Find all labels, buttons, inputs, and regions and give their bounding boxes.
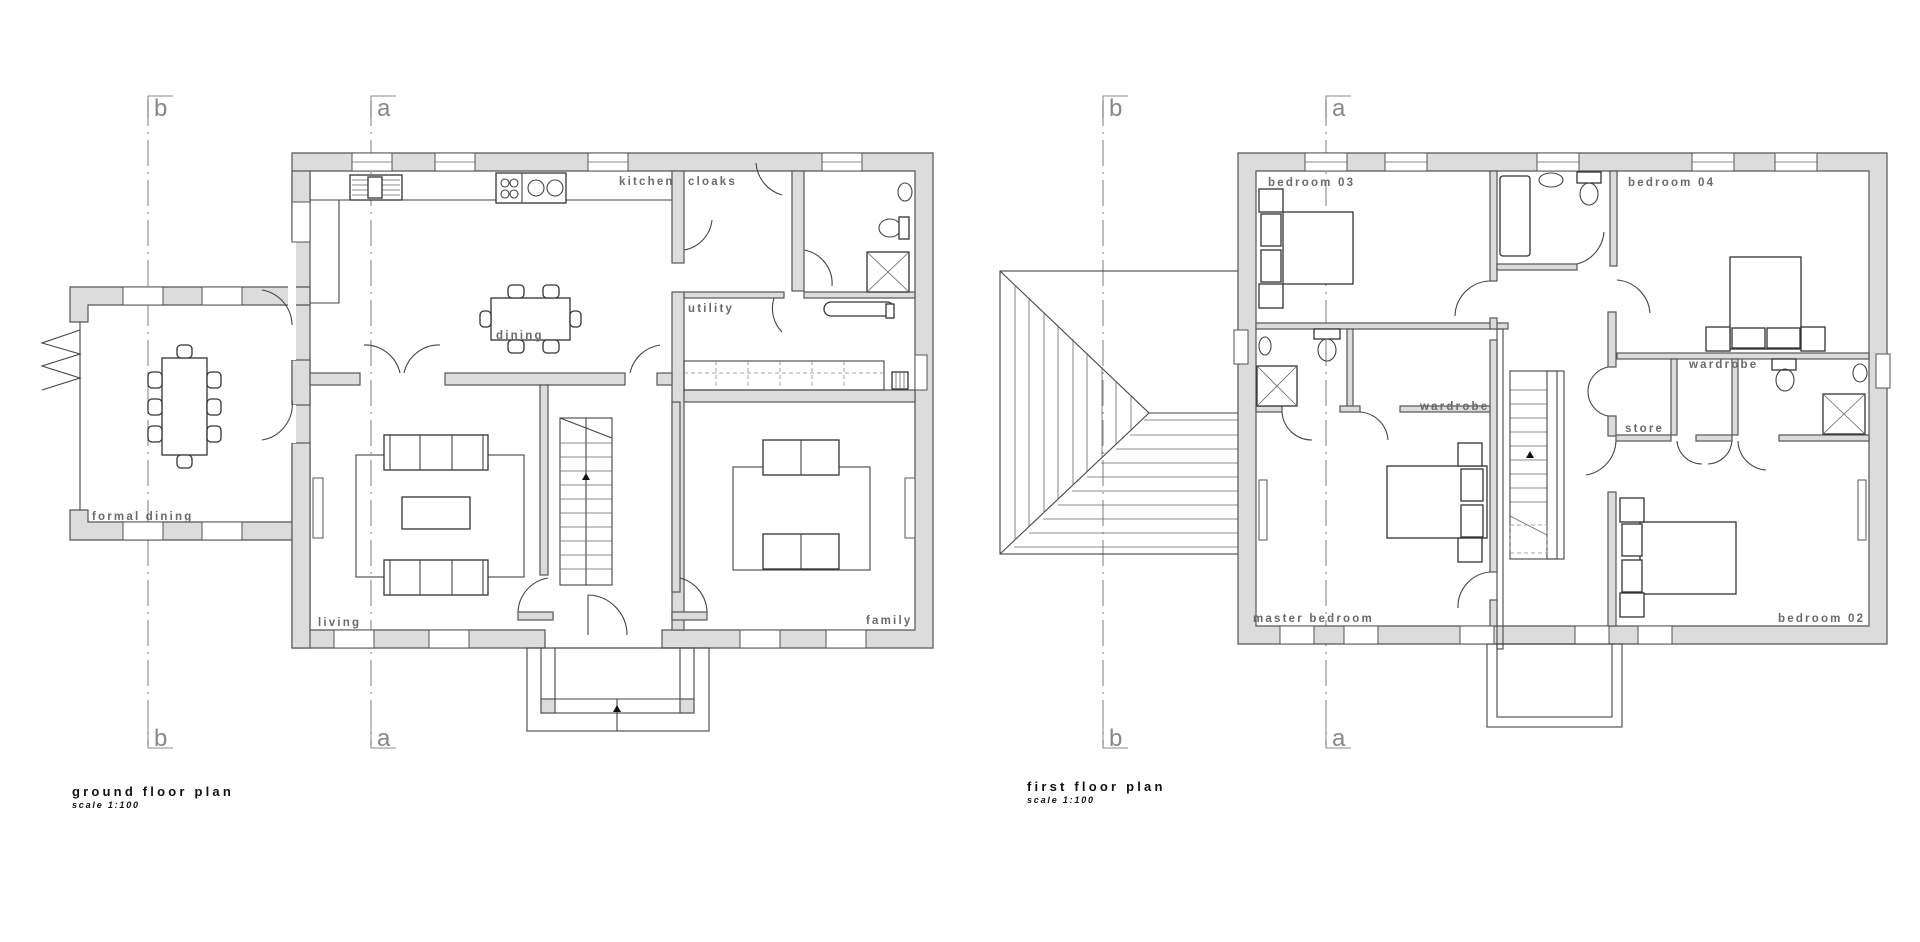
section-marker-b-bottom [147,726,173,749]
gf-windows [122,152,928,649]
utility-counter [683,360,909,391]
first-floor-plan: b a b a [999,95,1891,752]
dining-table-icon [479,284,582,354]
bed-icon-master-bedroom [1386,442,1488,563]
marker-b-top: b [154,95,167,122]
first-floor-scale: scale 1:100 [1027,795,1095,805]
gf-porch [526,647,710,732]
ff-marker-b-bottom: b [1109,725,1122,752]
bed-icon-bedroom-03 [1258,188,1354,309]
section-marker-b-top [147,95,173,118]
family-sofas-icon [732,439,871,571]
room-label-living: living [318,617,361,629]
ff-doors [1281,231,1767,609]
ground-floor-plan: b a b a [40,95,934,752]
ff-bathroom-icons [1256,171,1868,435]
room-label-wardrobe-right: wardrobe [1688,359,1758,371]
gf-formal-dining-walls [69,286,311,323]
ff-wing-roof [999,270,1239,555]
bed-icon-bedroom-02 [1619,497,1737,618]
room-label-kitchen: kitchen [619,176,675,188]
room-label-store: store [1625,423,1664,435]
ff-balcony [1486,643,1623,728]
gf-doors [261,162,833,636]
bed-icon-bedroom-04 [1705,256,1826,352]
room-label-cloaks: cloaks [688,176,737,188]
ff-marker-a-bottom: a [1332,725,1346,752]
hob-icon [495,172,567,204]
room-label-bedroom-02: bedroom 02 [1778,613,1865,625]
room-label-utility: utility [688,303,734,315]
marker-b-bottom: b [154,725,167,752]
room-label-formal-dining: formal dining [92,511,193,523]
gf-wc-icons [823,182,913,319]
formal-dining-table-icon [147,344,222,469]
marker-a-bottom: a [377,725,391,752]
marker-a-top: a [377,95,391,122]
ff-outer-walls [1237,152,1888,645]
first-floor-title: first floor plan [1027,779,1166,794]
section-marker-a-bottom [370,726,396,749]
room-label-master-bedroom: master bedroom [1253,613,1374,625]
ff-marker-a-top: a [1332,95,1346,122]
room-label-bedroom-03: bedroom 03 [1268,177,1355,189]
ground-floor-title: ground floor plan [72,784,234,799]
ff-windows [1233,152,1891,645]
room-label-dining: dining [496,330,544,342]
room-label-family: family [866,615,912,627]
living-sofas-icon [355,434,525,596]
ff-staircase [1509,370,1565,560]
bifold-door [40,329,82,391]
room-label-bedroom-04: bedroom 04 [1628,177,1715,189]
room-label-wardrobe-left: wardrobe [1419,401,1489,413]
section-marker-a-top [370,95,396,118]
ff-marker-b-top: b [1109,95,1122,122]
kitchen-sink-icon [349,174,403,201]
gf-staircase [559,417,613,586]
ground-floor-scale: scale 1:100 [72,800,140,810]
